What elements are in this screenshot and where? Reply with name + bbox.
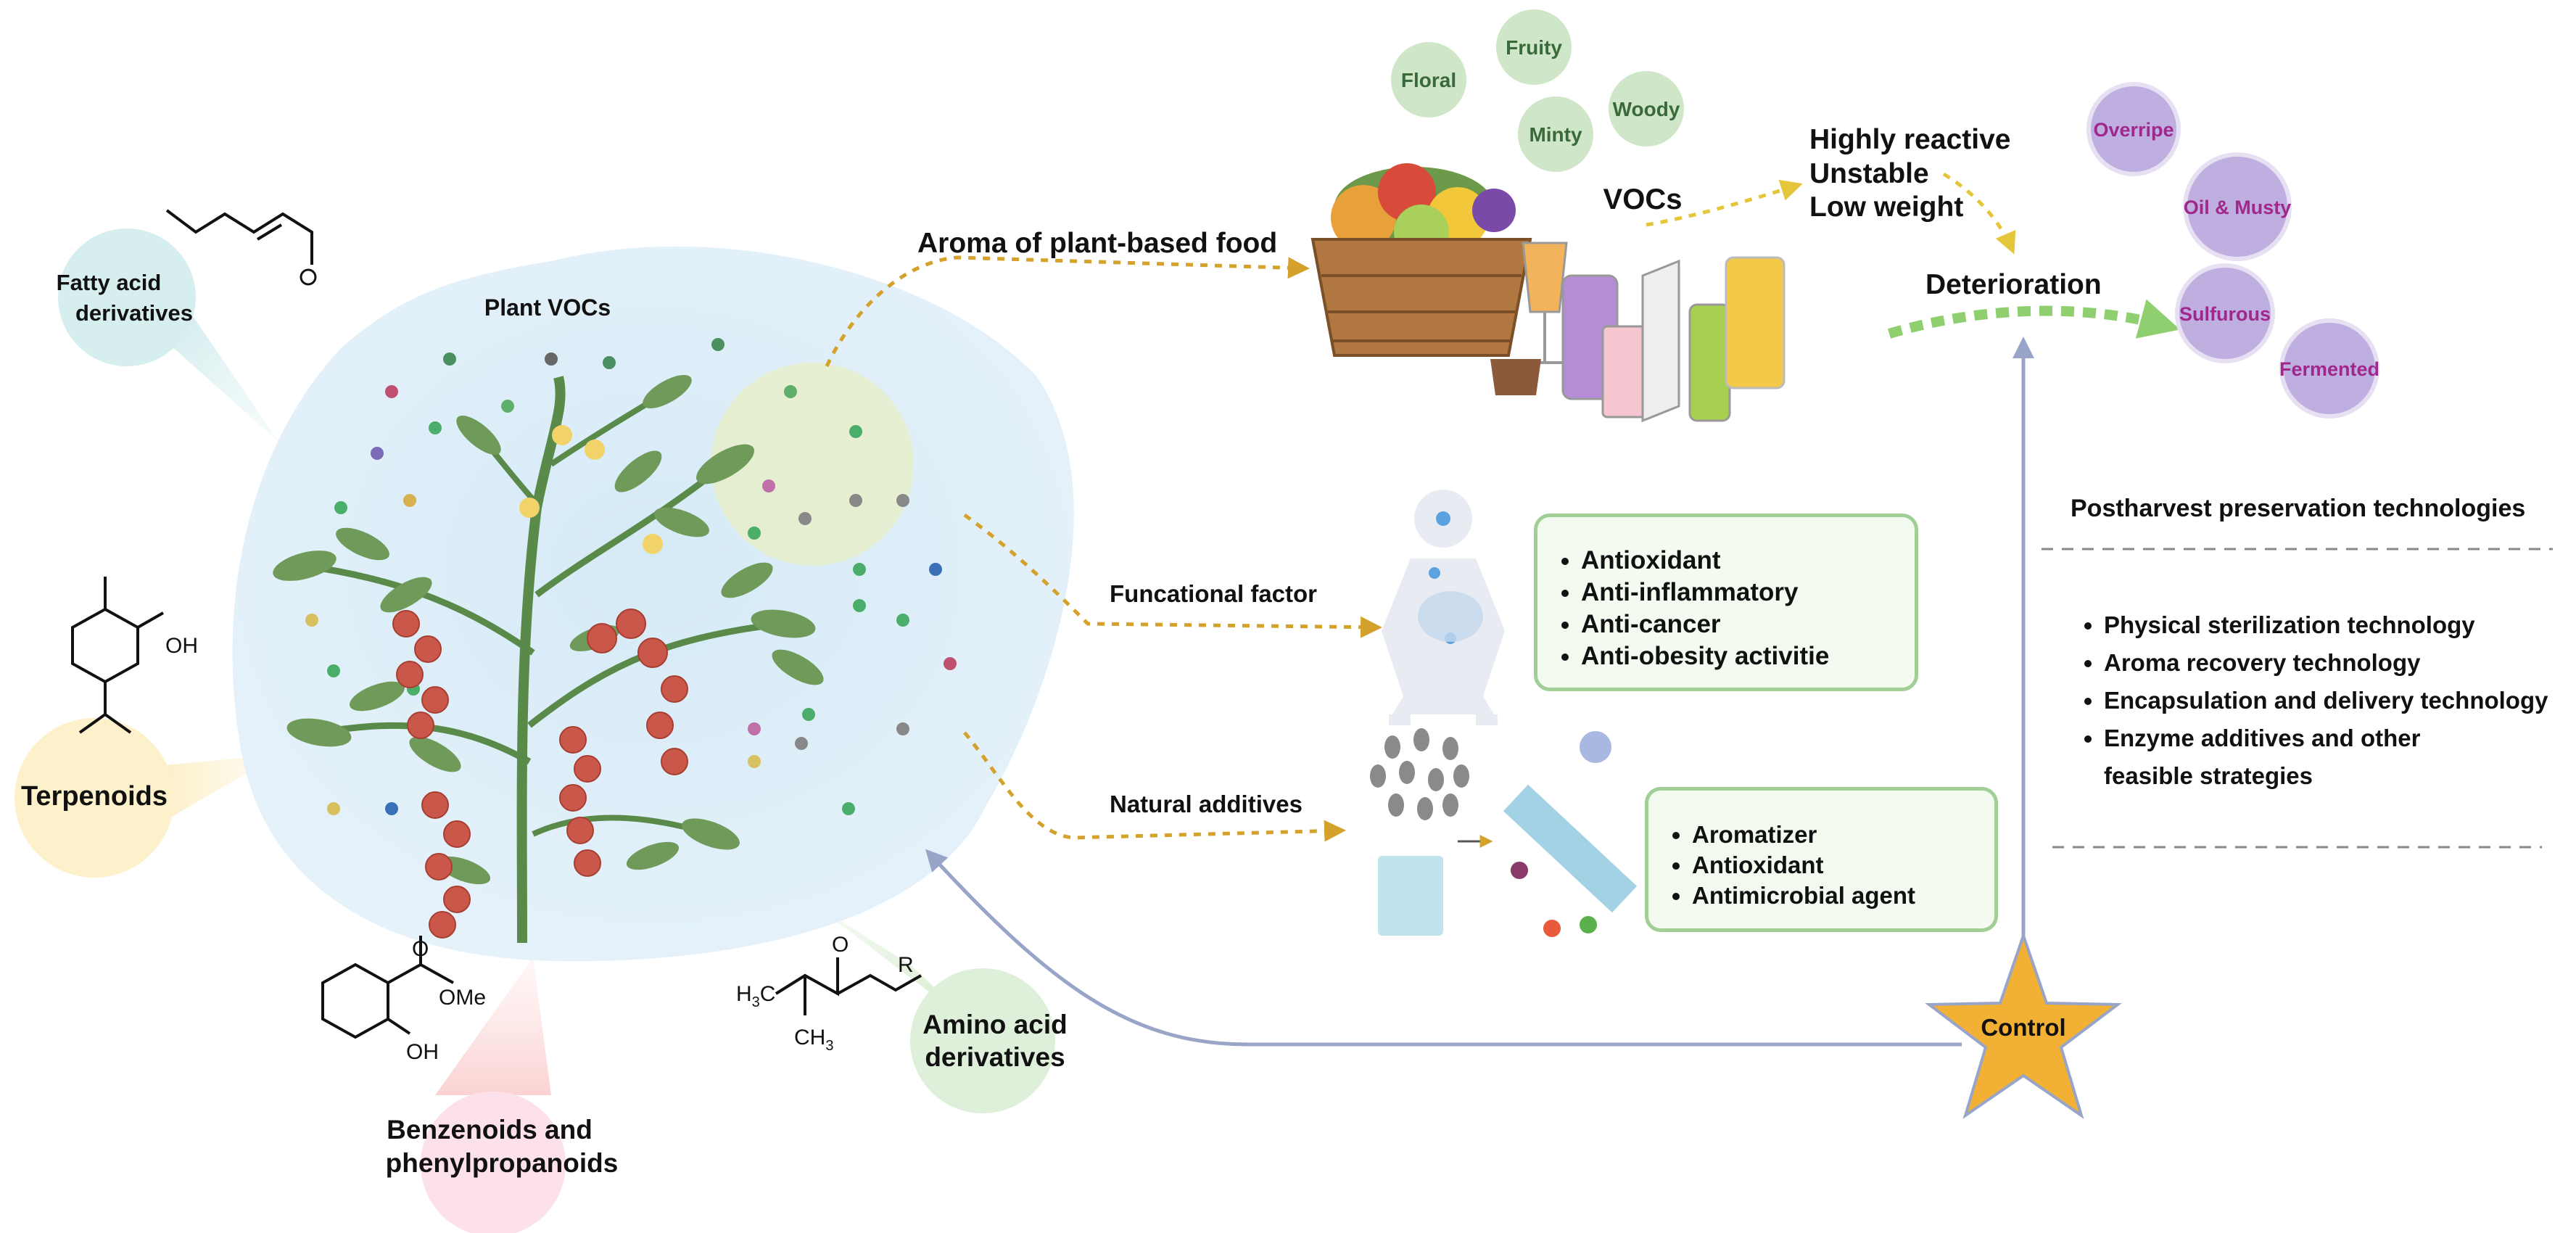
human-body-illustration xyxy=(1382,490,1505,725)
additive-item-antioxidant: Antioxidant xyxy=(1692,850,1994,881)
additive-item-aromatizer: Aromatizer xyxy=(1692,820,1994,850)
offflavor-fermented: Fermented xyxy=(2279,358,2379,380)
functional-item-anti-obesity: Anti-obesity activitie xyxy=(1581,640,1915,672)
amino-h3c: H3C xyxy=(736,982,775,1010)
tomato-plant-illustration xyxy=(273,374,824,944)
benzenoids-label-line1: Benzenoids and xyxy=(387,1115,593,1145)
amino-acid-bubble xyxy=(910,968,1055,1113)
property-unstable: Unstable xyxy=(1809,158,1929,189)
amino-o: O xyxy=(832,933,849,957)
flavor-minty: Minty xyxy=(1529,123,1582,146)
functional-item-antioxidant: Antioxidant xyxy=(1581,545,1915,577)
benzenoid-o: O xyxy=(412,937,429,961)
preservation-technologies-list: Physical sterilization technology Aroma … xyxy=(2071,606,2564,795)
benzenoids-label-line2: phenylpropanoids xyxy=(386,1148,619,1178)
preservation-item-encapsulation: Encapsulation and delivery technology xyxy=(2104,682,2564,719)
fatty-acid-structure xyxy=(165,209,313,265)
highlight-bubble xyxy=(711,363,914,566)
voc-dots xyxy=(305,338,957,815)
functional-title: Funcational factor xyxy=(1110,580,1317,607)
arrow-to-aroma xyxy=(825,255,1310,368)
preservation-list: Physical sterilization technology Aroma … xyxy=(2071,606,2564,795)
flavor-floral: Floral xyxy=(1401,69,1456,91)
arrow-to-properties xyxy=(1646,179,1803,227)
control-to-plant-arrow xyxy=(925,849,1962,1047)
fatty-acid-bubble xyxy=(58,228,196,366)
benzenoid-oh: OH xyxy=(406,1040,439,1064)
fatty-acid-label-line2: derivatives xyxy=(75,300,193,326)
terpenoid-structure xyxy=(71,577,164,734)
plant-vocs-title: Plant VOCs xyxy=(484,294,611,321)
property-highly-reactive: Highly reactive xyxy=(1809,124,2010,155)
aroma-title: Aroma of plant-based food xyxy=(917,228,1277,259)
fatty-acid-label-line1: Fatty acid xyxy=(57,270,162,295)
offflavor-bubble-overripe xyxy=(2086,82,2181,176)
flavor-bubble-fruity xyxy=(1496,9,1572,85)
offflavor-bubble-oil-musty xyxy=(2183,152,2292,261)
flavor-bubble-minty xyxy=(1518,96,1593,172)
flavor-bubble-woody xyxy=(1609,71,1684,147)
functional-item-anti-inflammatory: Anti-inflammatory xyxy=(1581,577,1915,609)
terpenoids-label: Terpenoids xyxy=(21,781,168,812)
benzenoids-bubble xyxy=(421,1092,566,1233)
functional-factor-list: Antioxidant Anti-inflammatory Anti-cance… xyxy=(1537,545,1915,672)
arrow-to-off-flavors xyxy=(1888,299,2181,339)
benzenoid-ome: OMe xyxy=(439,986,486,1010)
terpenoid-oh-label: OH xyxy=(165,634,198,658)
control-star xyxy=(1925,931,2122,1119)
functional-factor-box: Antioxidant Anti-inflammatory Anti-cance… xyxy=(1534,514,1918,691)
amino-r: R xyxy=(898,953,914,977)
amino-acid-structure xyxy=(775,957,922,1015)
offflavor-bubble-sulfurous xyxy=(2175,263,2275,363)
offflavor-bubble-fermented xyxy=(2279,318,2379,418)
preservation-item-physical: Physical sterilization technology xyxy=(2104,606,2564,644)
arrow-to-additives xyxy=(963,731,1346,842)
control-label: Control xyxy=(1981,1014,2065,1041)
functional-item-anti-cancer: Anti-cancer xyxy=(1581,609,1915,640)
packaging-illustration xyxy=(1370,728,1638,937)
flavor-woody: Woody xyxy=(1613,98,1680,120)
offflavor-sulfurous: Sulfurous xyxy=(2179,303,2271,325)
vocs-label: VOCs xyxy=(1603,183,1683,215)
preservation-item-enzyme: Enzyme additives and other feasible stra… xyxy=(2104,719,2510,795)
natural-additives-list: Aromatizer Antioxidant Antimicrobial age… xyxy=(1648,820,1994,911)
terpenoids-bubble xyxy=(15,718,174,878)
deterioration-title: Deterioration xyxy=(1925,269,2102,300)
amino-acid-label-line2: derivatives xyxy=(925,1042,1065,1072)
flavor-fruity: Fruity xyxy=(1506,36,1562,59)
natural-additives-box: Aromatizer Antioxidant Antimicrobial age… xyxy=(1645,787,1998,932)
preservation-item-aroma-recovery: Aroma recovery technology xyxy=(2104,644,2564,682)
preservation-title: Postharvest preservation technologies xyxy=(2071,495,2525,522)
amino-acid-label-line1: Amino acid xyxy=(922,1010,1067,1039)
benzenoid-structure xyxy=(321,936,454,1039)
amino-ch3: CH3 xyxy=(794,1026,833,1054)
food-basket-illustration xyxy=(1310,163,1532,357)
property-low-weight: Low weight xyxy=(1809,191,1963,223)
additives-title: Natural additives xyxy=(1110,791,1303,817)
benzenoids-callout-cone xyxy=(435,957,551,1095)
aldehyde-oxygen xyxy=(300,268,317,286)
drinks-illustration xyxy=(1490,242,1786,423)
offflavor-oil-musty: Oil & Musty xyxy=(2184,197,2292,218)
offflavor-overripe: Overripe xyxy=(2093,119,2174,141)
flavor-bubble-floral xyxy=(1391,42,1466,117)
additive-item-antimicrobial: Antimicrobial agent xyxy=(1692,881,1994,911)
